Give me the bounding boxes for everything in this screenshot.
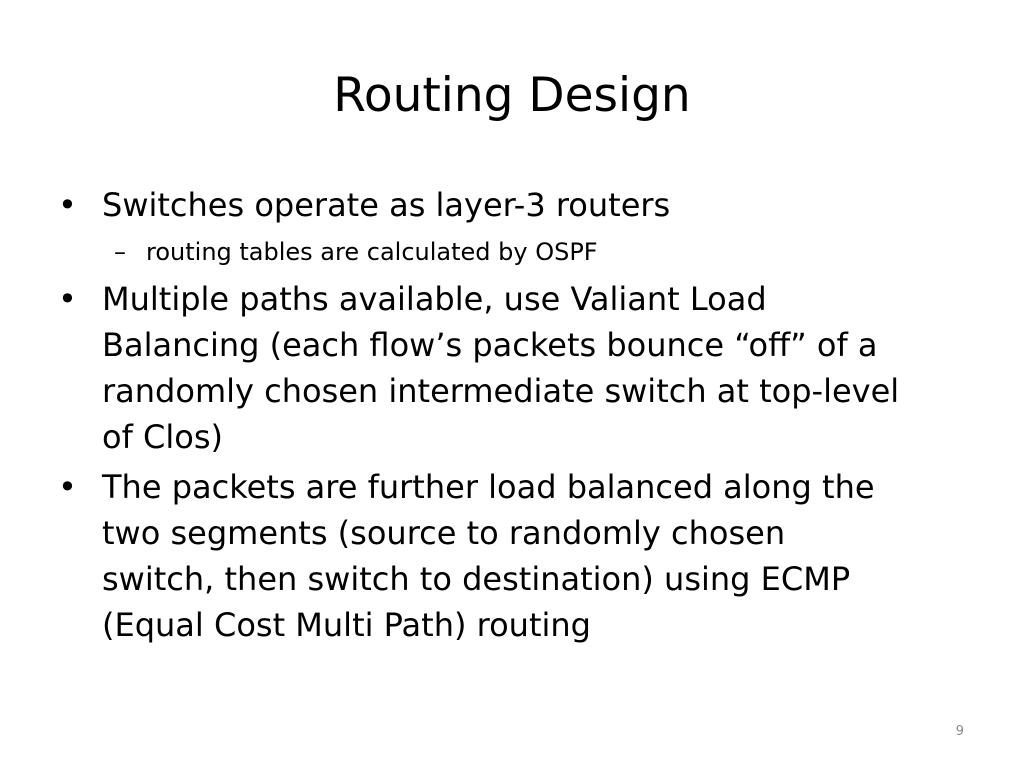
sub-bullet-text-line: routing tables are calculated by OSPF <box>146 238 598 266</box>
bullet-text-line: Switches operate as layer-3 routers <box>102 186 671 224</box>
bullet-marker: • <box>58 280 77 318</box>
sub-bullet-item-ospf: – routing tables are calculated by OSPF <box>58 232 978 272</box>
bullet-text-line: The packets are further load balanced al… <box>102 468 875 506</box>
bullet-text-line: of Clos) <box>102 418 223 456</box>
slide-title: Routing Design <box>333 68 691 123</box>
bullet-text-line: (Equal Cost Multi Path) routing <box>102 606 591 644</box>
bullet-item-layer3-routers: • Switches operate as layer-3 routers <box>58 182 978 228</box>
bullet-text-line: randomly chosen intermediate switch at t… <box>102 372 900 410</box>
bullet-item-valiant-load-balancing: • Multiple paths available, use Valiant … <box>58 276 978 460</box>
sub-bullet-marker: – <box>114 238 126 266</box>
slide-content: • Switches operate as layer-3 routers – … <box>58 182 978 652</box>
bullet-marker: • <box>58 468 77 506</box>
bullet-text-line: switch, then switch to destination) usin… <box>102 560 851 598</box>
page-number: 9 <box>955 724 964 739</box>
bullet-text-line: Balancing (each flow’s packets bounce “o… <box>102 326 878 364</box>
bullet-text-line: Multiple paths available, use Valiant Lo… <box>102 280 767 318</box>
bullet-text-line: two segments (source to randomly chosen <box>102 514 786 552</box>
bullet-item-ecmp-routing: • The packets are further load balanced … <box>58 464 978 648</box>
bullet-marker: • <box>58 186 77 224</box>
